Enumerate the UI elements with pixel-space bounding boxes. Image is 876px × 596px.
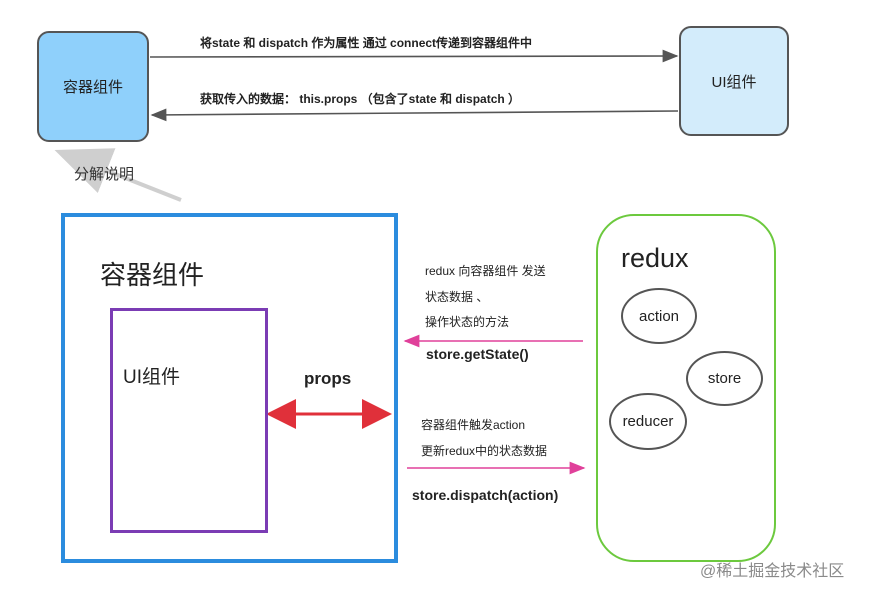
props-label: props	[304, 369, 352, 388]
store-node: store	[686, 351, 763, 406]
arrow-container-to-ui	[149, 49, 679, 63]
arrow-label-to-container: 获取传入的数据： this.props （包含了state 和 dispatch…	[200, 92, 521, 106]
container-component-label: 容器组件	[62, 79, 123, 96]
send-description-line: 操作状态的方法	[425, 315, 510, 329]
watermark: @稀土掘金技术社区	[700, 563, 845, 580]
ui-component-label: UI组件	[711, 73, 757, 91]
dispatch-description-line: 容器组件触发action	[421, 418, 526, 432]
container-component-frame	[61, 213, 398, 563]
arrow-ui-to-container	[150, 108, 679, 122]
redux-title: redux	[621, 243, 689, 273]
reducer-node: reducer	[609, 393, 687, 450]
ui-component-box: UI组件	[679, 26, 789, 136]
action-node-label: action	[638, 307, 680, 325]
redux-frame	[596, 214, 776, 562]
ui-component-frame	[110, 308, 268, 533]
arrow-label-to-ui: 将state 和 dispatch 作为属性 通过 connect传递到容器组件…	[200, 36, 533, 50]
store-node-label: store	[707, 370, 742, 387]
explain-label: 分解说明	[74, 166, 135, 183]
get-state-label: store.getState()	[426, 346, 529, 362]
send-description-line: redux 向容器组件 发送	[425, 264, 546, 278]
container-frame-title: 容器组件	[100, 260, 205, 290]
explain-arrow	[54, 148, 182, 202]
reducer-node-label: reducer	[622, 413, 674, 430]
send-description-line: 状态数据 、	[425, 290, 489, 304]
container-component-box: 容器组件	[37, 31, 149, 142]
action-node: action	[621, 288, 697, 344]
ui-frame-title: UI组件	[123, 367, 181, 388]
dispatch-call-label: store.dispatch(action)	[412, 487, 559, 503]
dispatch-description-line: 更新redux中的状态数据	[421, 444, 548, 458]
